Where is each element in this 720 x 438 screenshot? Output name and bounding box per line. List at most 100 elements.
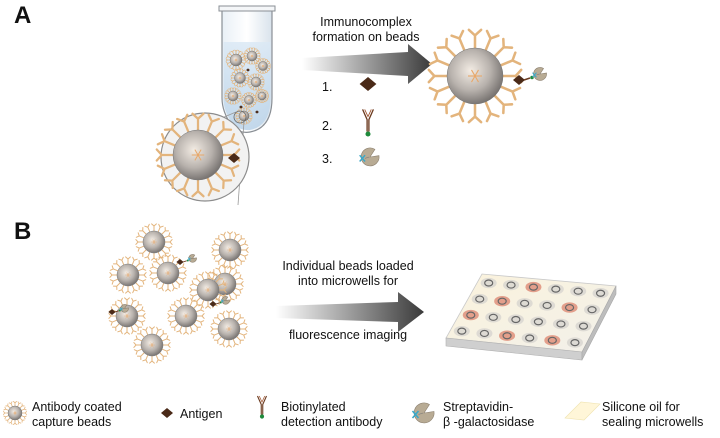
tube-beads xyxy=(224,47,271,125)
panel-a-arrow xyxy=(302,44,432,84)
microwells xyxy=(453,277,609,348)
microwell xyxy=(521,332,538,344)
legend-enzyme-label: Streptavidin- β -galactosidase xyxy=(443,400,534,430)
step-1-label: 1. xyxy=(322,80,333,94)
panel-b-arrow xyxy=(276,292,424,332)
detection-antibody-icon xyxy=(256,395,268,419)
scattered-beads xyxy=(108,223,249,364)
legend-bead-line1: Antibody coated xyxy=(32,400,122,414)
scattered-complex-1 xyxy=(176,254,197,265)
microwell xyxy=(480,277,497,289)
panel-a xyxy=(155,5,547,206)
legend-detection-line2: detection antibody xyxy=(281,415,383,429)
scattered-complex-3 xyxy=(108,304,129,315)
complex-enzyme xyxy=(220,296,230,305)
panel-b xyxy=(108,223,617,364)
complex-antigen xyxy=(209,301,217,307)
complex-antigen xyxy=(108,309,116,315)
fluorescent-microwell xyxy=(499,330,516,341)
scattered-bead xyxy=(133,326,171,364)
result-capture-bead xyxy=(427,28,523,124)
zoom-antigen xyxy=(228,153,240,163)
tube-bead xyxy=(255,89,269,103)
panel-b-letter: B xyxy=(14,218,32,245)
tube-bead xyxy=(224,87,242,105)
legend-antigen-label: Antigen xyxy=(180,407,223,421)
complex-enzyme xyxy=(119,304,129,313)
legend-icons xyxy=(3,395,601,425)
tube-antigen xyxy=(246,68,250,72)
scattered-bead xyxy=(189,271,227,309)
legend-detection-label: Biotinylated detection antibody xyxy=(281,400,382,430)
legend-bead-label: Antibody coated capture beads xyxy=(32,400,122,430)
tube-bead xyxy=(255,58,271,74)
result-immunocomplex-bead xyxy=(427,28,547,124)
tube-bead xyxy=(225,49,247,71)
panel-a-arrow-label-line2: formation on beads xyxy=(312,30,420,44)
scattered-complex-2 xyxy=(209,296,230,307)
tube-bead xyxy=(243,47,261,65)
complex-enzyme xyxy=(532,67,547,81)
legend-bead-line2: capture beads xyxy=(32,415,112,429)
microwell xyxy=(539,300,556,311)
microwell xyxy=(584,304,601,315)
complex-detection-antibody xyxy=(182,260,187,263)
microwell xyxy=(575,320,592,332)
complex-antigen xyxy=(176,259,184,265)
complex-detection-antibody xyxy=(523,77,531,81)
complex-detection-antibody xyxy=(215,302,220,305)
microwell xyxy=(507,314,524,325)
microwell xyxy=(485,312,502,323)
fluorescent-microwell xyxy=(561,302,578,313)
scattered-bead xyxy=(135,223,173,261)
step-3-enzyme-icon xyxy=(359,147,380,167)
scattered-bead xyxy=(108,297,146,335)
microwell xyxy=(471,293,488,305)
panel-b-arrow-label-line1: Individual beads loaded xyxy=(282,259,414,273)
tube-bead xyxy=(241,92,257,108)
panel-a-arrow-label-line1: Immunocomplex xyxy=(320,15,412,29)
scattered-bead xyxy=(167,297,205,335)
complex-antigen xyxy=(513,75,525,85)
panel-b-arrow-label-line3: fluorescence imaging xyxy=(288,328,408,342)
tube-antigen xyxy=(239,105,243,109)
complex-detection-antibody xyxy=(114,310,119,313)
tube-antigen xyxy=(255,110,259,114)
step-2-label: 2. xyxy=(322,119,333,133)
streptavidin-galactosidase-icon xyxy=(411,402,435,424)
microwell xyxy=(570,285,587,297)
microwell xyxy=(530,316,547,327)
panel-a-arrow-label: Immunocomplex formation on beads xyxy=(296,15,436,45)
fluorescent-microwell xyxy=(494,295,511,307)
zoomed-capture-bead xyxy=(155,112,241,198)
microwell xyxy=(516,298,533,309)
step-icons xyxy=(359,77,380,167)
step-2-detection-antibody-icon xyxy=(361,109,375,137)
scattered-bead xyxy=(210,310,248,348)
microwell xyxy=(552,318,569,330)
legend-enzyme-line2: β -galactosidase xyxy=(443,415,535,429)
step-1-antigen-icon xyxy=(359,77,377,91)
legend-oil-line2: sealing microwells xyxy=(602,415,704,429)
silicone-oil-icon xyxy=(564,401,601,421)
fluorescent-microwell xyxy=(462,309,479,321)
legend-enzyme-line1: Streptavidin- xyxy=(443,400,514,414)
tube-bead xyxy=(247,73,265,91)
legend-oil-label: Silicone oil for sealing microwells xyxy=(602,400,703,430)
microwell xyxy=(476,328,493,339)
panel-b-arrow-label-line2: into microwells for xyxy=(297,274,399,288)
microwell xyxy=(592,288,609,299)
fluorescent-microwell xyxy=(544,335,561,346)
fluorescent-microwell xyxy=(525,281,542,293)
panel-b-arrow-label: Individual beads loaded into microwells … xyxy=(268,259,428,289)
tube-bead xyxy=(230,68,250,88)
microwell-plate xyxy=(445,273,617,361)
microwell xyxy=(503,279,520,291)
microwell xyxy=(566,337,583,348)
result-immunocomplex xyxy=(513,67,547,85)
antigen-icon xyxy=(161,408,173,418)
panel-a-letter: A xyxy=(14,2,32,29)
legend-detection-line1: Biotinylated xyxy=(281,400,346,414)
scattered-bead xyxy=(109,256,147,294)
